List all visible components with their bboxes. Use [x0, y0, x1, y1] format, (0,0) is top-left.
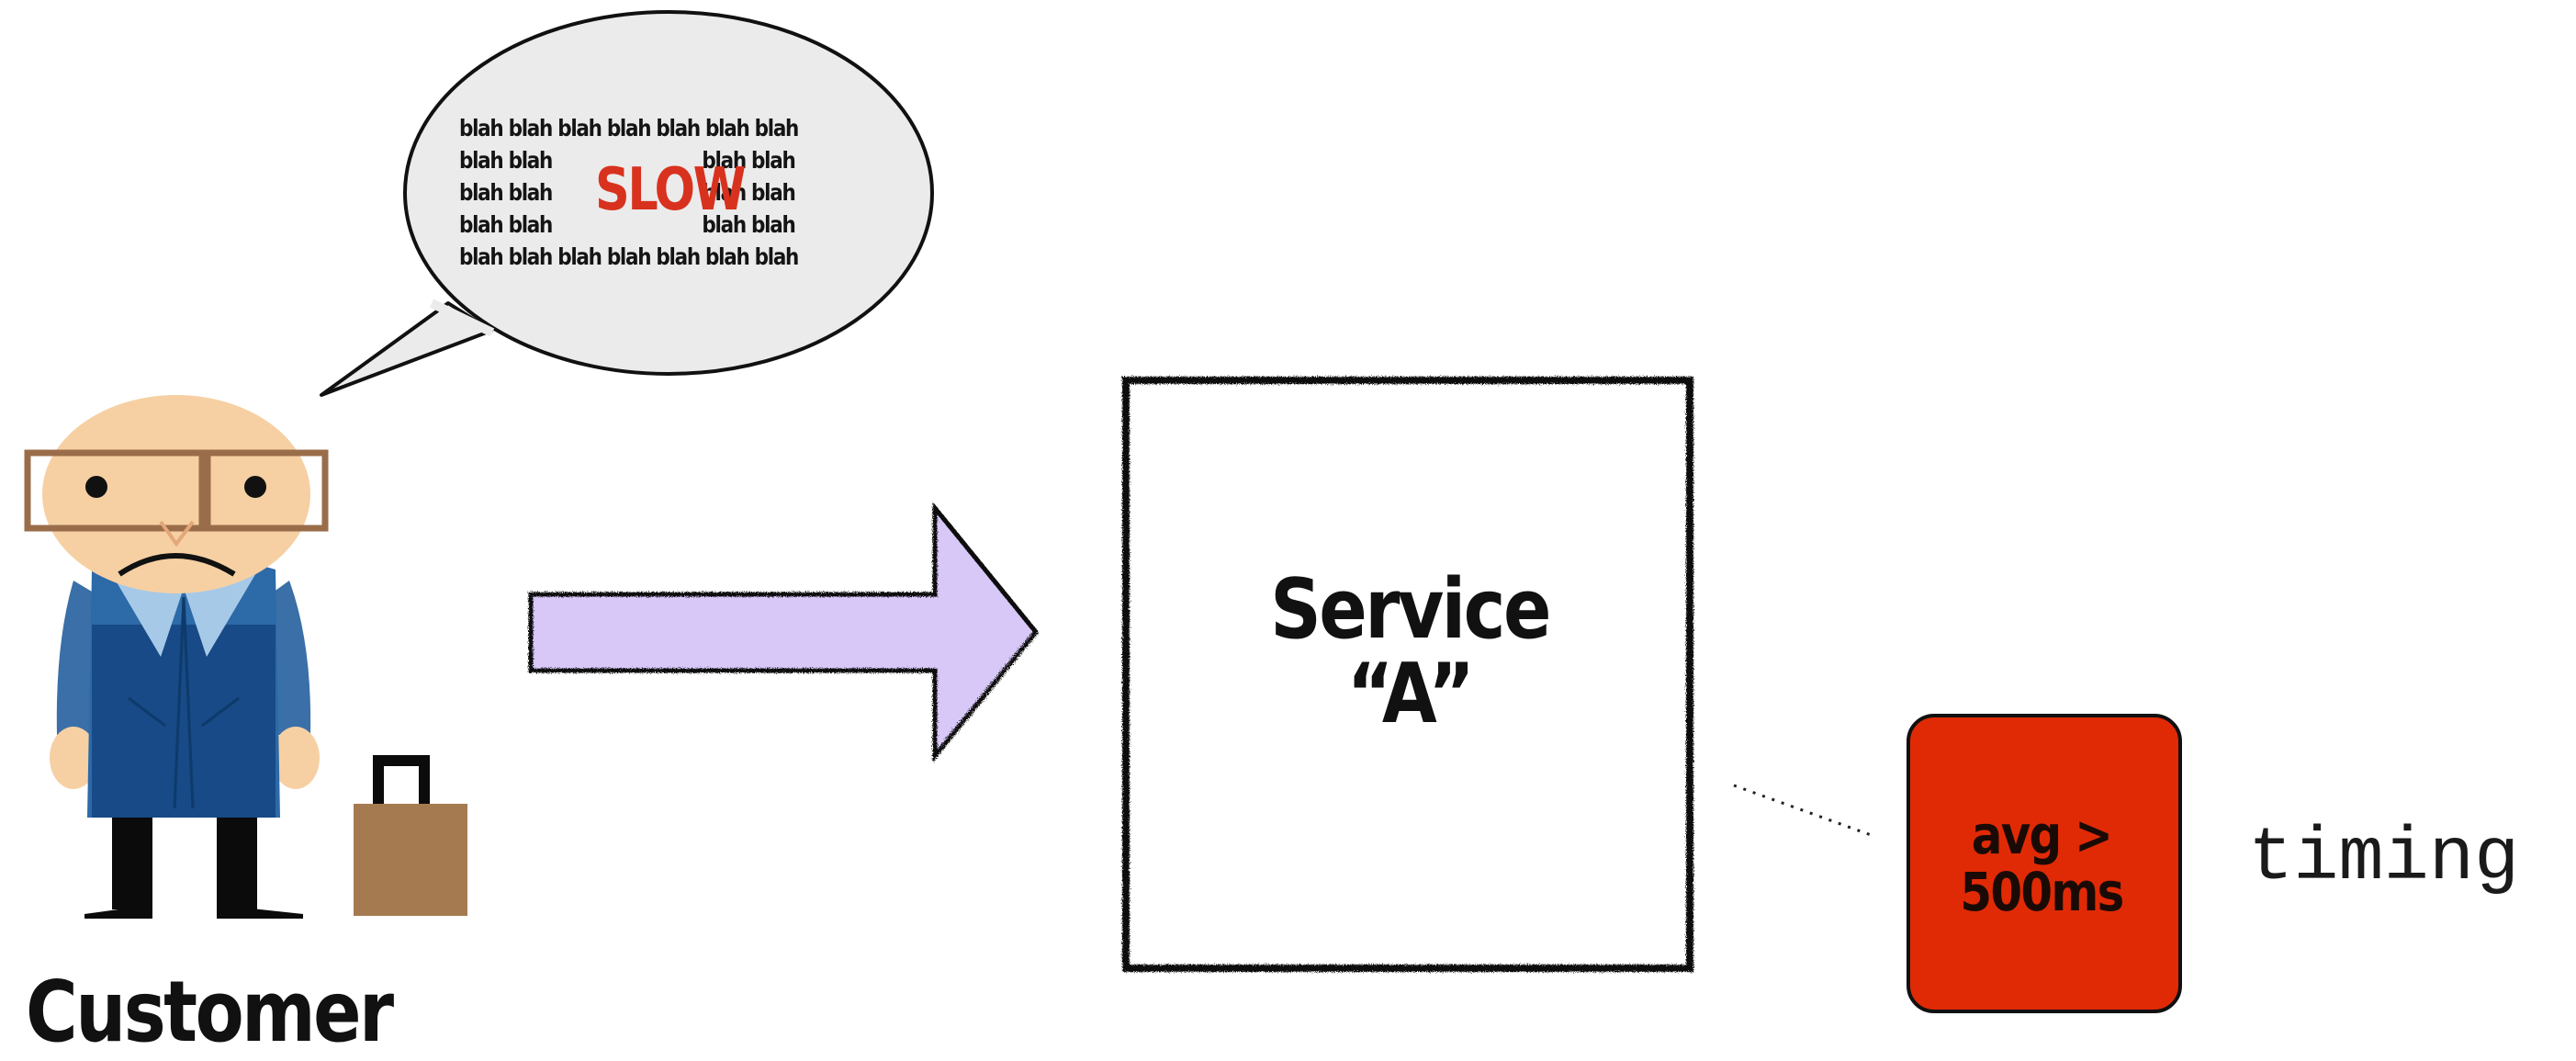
bubble-line-2-right: blah blah: [702, 147, 795, 174]
bubble-line-3: blah blah blah blah: [459, 176, 823, 209]
request-arrow-icon: [528, 501, 1040, 763]
metric-label-line2: 500ms: [1960, 861, 2124, 923]
dotted-connector: [1733, 784, 1874, 838]
slow-emphasis: SLOW: [595, 156, 746, 224]
speech-bubble-text: blah blah blah blah blah blah blah blah …: [459, 112, 823, 273]
service-label-line2: “A”: [1346, 646, 1475, 742]
bubble-line-2: blah blah blah blah: [459, 144, 823, 176]
speech-bubble: [320, 10, 934, 397]
bubble-line-4: blah blah blah blah: [459, 209, 823, 241]
customer-figure-icon: [24, 395, 329, 919]
bubble-line-4-right: blah blah: [702, 211, 795, 238]
service-label-line1: Service: [1270, 561, 1551, 658]
bubble-line-2-left: blah blah: [459, 147, 553, 174]
metric-label: avg > 500ms: [1923, 807, 2160, 920]
metric-box: [1907, 714, 2182, 1013]
service-box: [1122, 377, 1693, 972]
customer-label: Customer: [26, 963, 394, 1061]
suitcase-icon: [354, 755, 467, 916]
metric-label-line1: avg >: [1971, 804, 2113, 866]
bubble-line-5: blah blah blah blah blah blah blah: [459, 243, 799, 270]
timing-label: timing: [2248, 816, 2520, 901]
bubble-line-4-left: blah blah: [459, 211, 553, 238]
bubble-line-3-left: blah blah: [459, 179, 553, 206]
bubble-line-3-right: blah blah: [702, 179, 795, 206]
service-label: Service “A”: [1173, 568, 1647, 737]
bubble-line-1: blah blah blah blah blah blah blah: [459, 115, 799, 141]
